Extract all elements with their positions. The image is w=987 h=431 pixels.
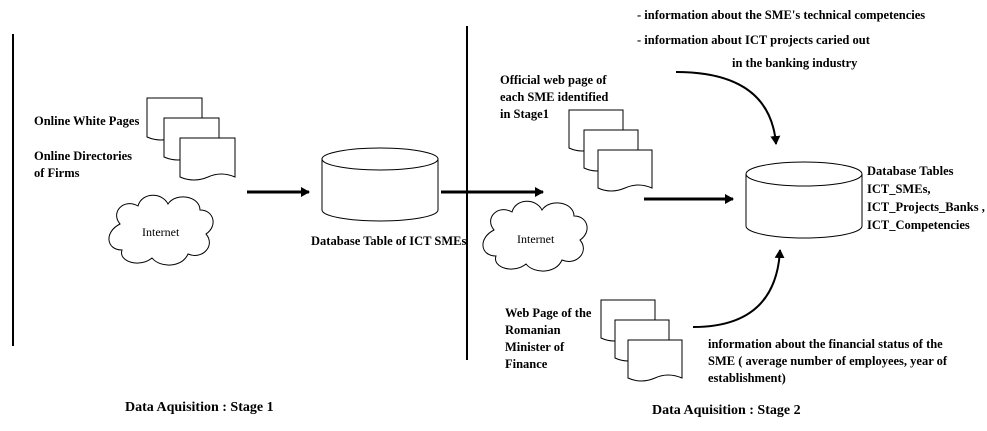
db-tables-title: Database Tables (867, 164, 954, 178)
stage2-database-icon (745, 161, 863, 239)
official-web-page-label: Official web page of each SME identified… (500, 73, 609, 121)
financial-curved-arrow (692, 249, 785, 328)
note-ict-projects: - information about ICT projects caried … (637, 33, 870, 47)
note-banking-industry: in the banking industry (732, 56, 858, 70)
notes-curved-arrow (675, 71, 781, 145)
stage1-database-icon (321, 147, 439, 222)
online-white-pages-label: Online White Pages (34, 114, 140, 128)
note-technical-competencies: - information about the SME's technical … (637, 8, 926, 22)
db-table-ict-projects-banks: ICT_Projects_Banks , (867, 200, 985, 214)
stage2-ministry-page-stack-icon (600, 299, 683, 382)
stage1-caption: Data Aquisition : Stage 1 (125, 400, 274, 415)
db-table-ict-smes: ICT_SMEs, (867, 182, 931, 196)
stage2-caption: Data Aquisition : Stage 2 (652, 403, 801, 418)
stage2-internet-label: Internet (517, 232, 555, 246)
stage1-internet-cloud-icon (108, 194, 214, 266)
online-directories-label: Online Directories of Firms (34, 149, 133, 180)
db-table-ict-competencies: ICT_Competencies (867, 218, 970, 232)
ministry-web-page-label: Web Page of the Romanian Minister of Fin… (505, 306, 592, 371)
stage2-internet-cloud-icon (482, 200, 588, 272)
stage1-database-label: Database Table of ICT SMEs (311, 234, 467, 248)
stage1-document-stack-icon (146, 97, 236, 181)
stage1-internet-label: Internet (142, 225, 180, 239)
stage2-official-page-stack-icon (568, 109, 653, 192)
financial-status-note: information about the financial status o… (708, 337, 948, 385)
